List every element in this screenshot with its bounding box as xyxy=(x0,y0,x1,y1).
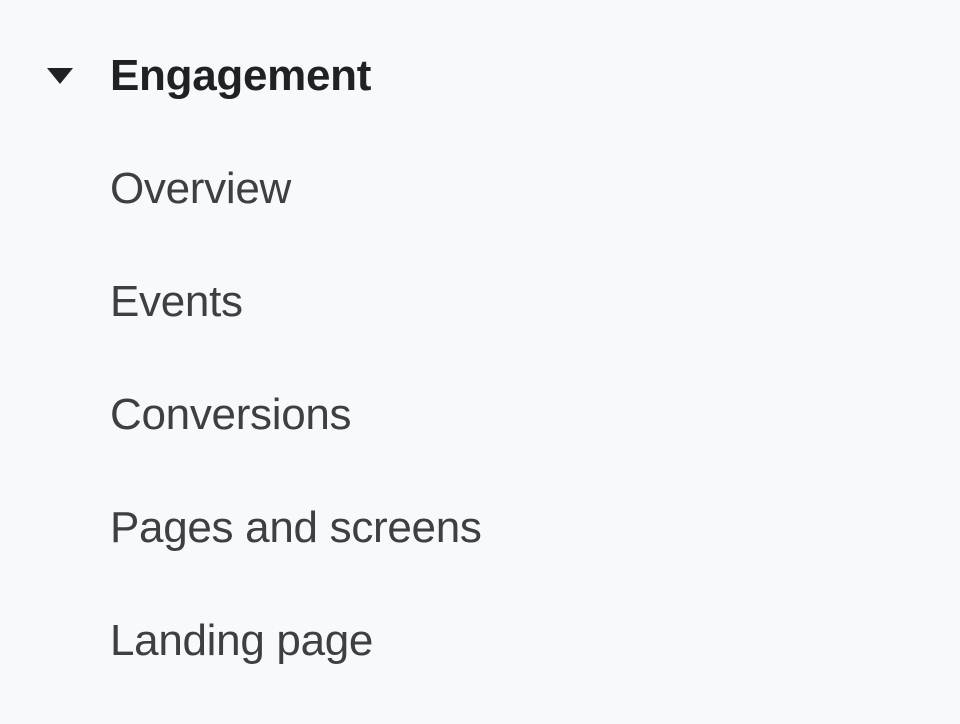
nav-section-header-engagement[interactable]: Engagement xyxy=(0,19,960,132)
nav-item-label: Conversions xyxy=(110,389,352,439)
nav-item-label: Events xyxy=(110,276,243,326)
nav-item-conversions[interactable]: Conversions xyxy=(0,358,960,471)
triangle-down-icon[interactable] xyxy=(47,67,73,84)
nav-section-label: Engagement xyxy=(110,50,372,100)
nav-item-pages-and-screens[interactable]: Pages and screens xyxy=(0,471,960,584)
nav-item-label: Overview xyxy=(110,163,291,213)
nav-item-label: Landing page xyxy=(110,615,374,665)
nav-item-overview[interactable]: Overview xyxy=(0,132,960,245)
nav-item-label: Pages and screens xyxy=(110,502,482,552)
nav-item-events[interactable]: Events xyxy=(0,245,960,358)
nav-item-landing-page[interactable]: Landing page xyxy=(0,584,960,697)
